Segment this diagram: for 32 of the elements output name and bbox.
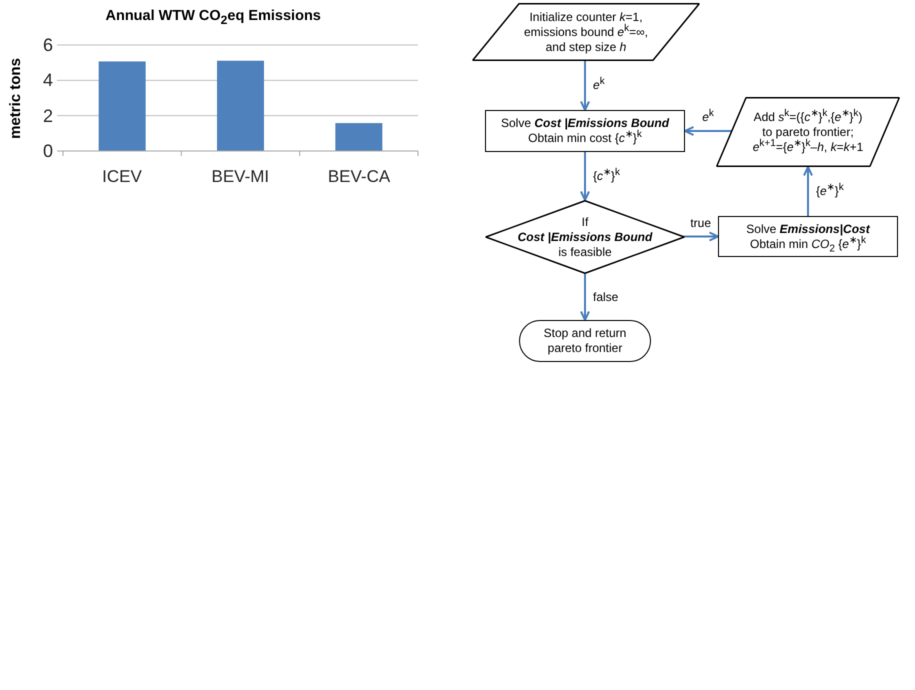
node-text: Add s$^{k}$=({c$^{∗}$}$^{k}$,{e$^{∗}$}$^{k}$) to pareto frontier; e$^{k+1}$={e$^{∗}$}$^{k}$–h, k=k+1	[752, 110, 864, 154]
node-text: If Cost |Emissions Bound is feasible	[516, 214, 654, 260]
edge-label: false	[591, 290, 620, 304]
arrow	[580, 61, 590, 111]
node-text: Stop and return pareto frontier	[543, 326, 627, 356]
axis-title: metric tons	[6, 58, 24, 138]
node-text: Obtain min cost {c$^{∗}$}$^{k}$	[528, 131, 642, 146]
category-label: ICEV	[102, 166, 142, 186]
node-text: Initialize counter k=1, emissions bound e$^{k}$=∞, and step size h	[524, 10, 648, 54]
input-parallelogram	[716, 97, 900, 167]
process-box	[718, 216, 898, 257]
category-label: BEV-CA	[328, 166, 390, 186]
tick-label: 0	[43, 141, 54, 161]
arrow	[580, 152, 590, 201]
arrow	[580, 274, 590, 321]
terminal-box	[519, 320, 651, 362]
input-parallelogram	[472, 3, 700, 61]
node-text: Obtain min CO$_{2}$ {e$^{∗}$}$^{k}$	[750, 236, 866, 252]
node-text: Solve Cost |Emissions Bound	[500, 116, 670, 130]
arrow	[803, 166, 813, 216]
edge-label: {e$^{∗}$}$^{k}$	[814, 184, 846, 199]
arrow	[684, 126, 732, 136]
chart-title: Annual WTW CO$_{2}$eq Emissions	[106, 7, 321, 29]
process-box	[485, 110, 685, 152]
category-label: BEV-MI	[212, 166, 270, 186]
edge-label: {c$^{∗}$}$^{k}$	[591, 168, 622, 184]
tick-label: 6	[43, 35, 54, 55]
node-text: Solve Emissions|Cost	[746, 222, 870, 236]
arrow	[684, 232, 719, 242]
tick-label: 2	[43, 106, 54, 126]
decision-diamond	[485, 200, 685, 274]
tick-label: 4	[43, 70, 54, 90]
